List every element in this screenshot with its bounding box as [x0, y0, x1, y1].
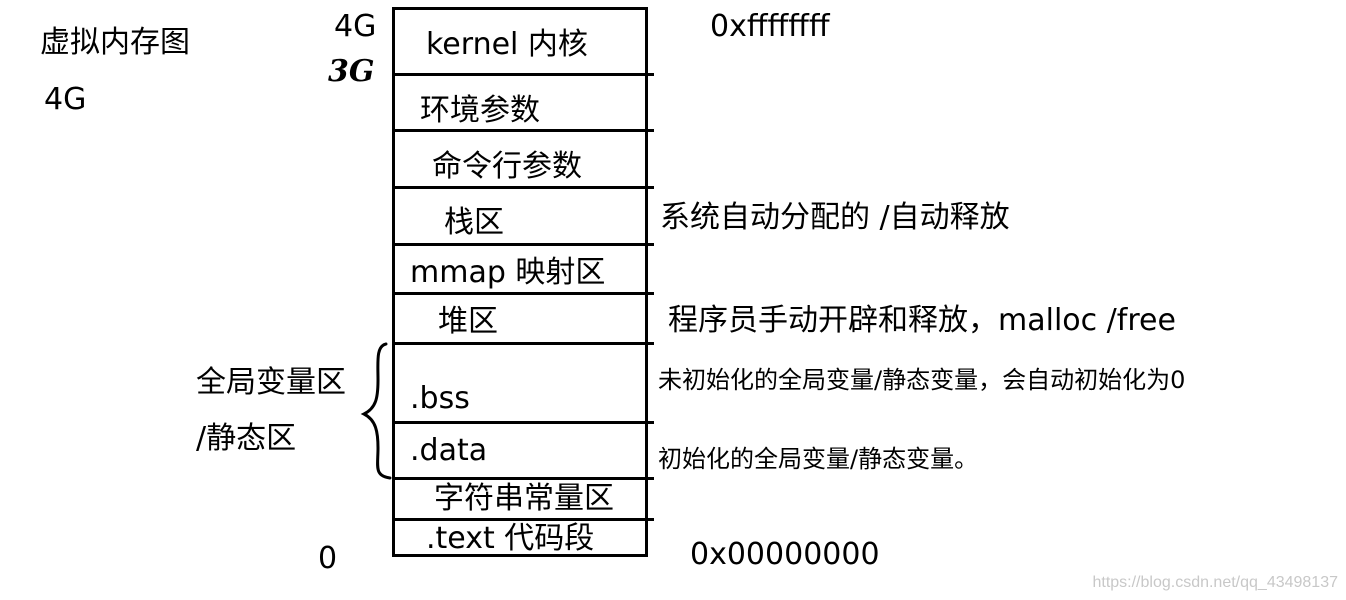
- segment-strings: 字符串常量区: [434, 481, 614, 516]
- divider-stack: [392, 243, 654, 246]
- curly-brace-icon: [360, 342, 392, 480]
- mark-zero: 0: [318, 541, 338, 576]
- segment-data: .data: [410, 433, 488, 468]
- watermark: https://blog.csdn.net/qq_43498137: [1092, 574, 1338, 591]
- divider-strings: [392, 518, 654, 521]
- note-heap: 程序员手动开辟和释放，malloc /free: [668, 303, 1176, 338]
- segment-cmdline: 命令行参数: [432, 149, 582, 184]
- divider-mmap: [392, 292, 654, 295]
- group-label-static: /静态区: [196, 421, 297, 456]
- segment-mmap: mmap 映射区: [410, 255, 606, 290]
- memory-layout-box: [392, 7, 648, 557]
- segment-stack: 栈区: [444, 205, 504, 240]
- divider-env: [392, 129, 654, 132]
- segment-bss: .bss: [410, 381, 470, 416]
- mark-3g: 3G: [328, 54, 375, 89]
- segment-kernel: kernel 内核: [426, 27, 588, 62]
- segment-env: 环境参数: [420, 93, 540, 128]
- address-bottom: 0x00000000: [690, 537, 880, 572]
- mark-4g: 4G: [334, 9, 377, 44]
- note-bss: 未初始化的全局变量/静态变量，会自动初始化为0: [658, 366, 1186, 394]
- divider-bss: [392, 421, 654, 424]
- segment-text: .text 代码段: [426, 521, 595, 556]
- segment-heap: 堆区: [438, 304, 498, 339]
- note-data: 初始化的全局变量/静态变量。: [658, 445, 979, 473]
- divider-heap: [392, 342, 654, 345]
- divider-kernel: [392, 73, 654, 76]
- note-stack: 系统自动分配的 /自动释放: [660, 200, 1010, 235]
- memory-size-label: 4G: [44, 82, 87, 117]
- divider-data: [392, 477, 654, 480]
- address-top: 0xffffffff: [710, 9, 830, 44]
- divider-cmdline: [392, 186, 654, 189]
- diagram-title: 虚拟内存图: [40, 25, 190, 60]
- group-label-global: 全局变量区: [196, 365, 346, 400]
